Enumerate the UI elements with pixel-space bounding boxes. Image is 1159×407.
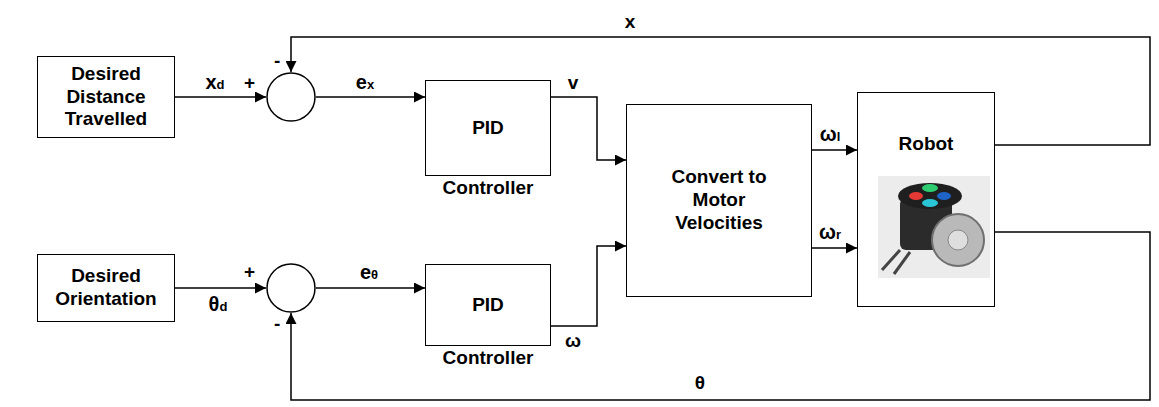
robot-button (937, 192, 951, 200)
signal-label: ωl (820, 122, 841, 146)
summing-junction: +- (266, 72, 316, 122)
box-label: Robot (899, 133, 954, 156)
robot-top (898, 183, 962, 209)
junction-outline (266, 263, 316, 313)
summing-junction: +- (266, 263, 316, 313)
controller-caption: Controller (406, 177, 570, 200)
signal-label: θ (695, 372, 705, 395)
signal-arrow (291, 37, 1150, 145)
convert-box: Convert to Motor Velocities (626, 104, 812, 297)
signal-label: θd (209, 292, 228, 316)
signal-arrow (175, 287, 266, 289)
robot-button (922, 184, 938, 192)
signal-arrow (316, 287, 425, 289)
box-label: PID (472, 294, 504, 317)
robot-hub (948, 230, 968, 250)
signal-arrow (551, 246, 626, 326)
box-label: Convert to Motor Velocities (657, 166, 781, 234)
robot-fork (894, 252, 910, 274)
signal-arrow (551, 97, 626, 160)
signal-label: ωr (819, 220, 841, 244)
robot-button (922, 199, 938, 207)
signal-label: xd (205, 70, 224, 94)
signal-arrow (175, 96, 266, 98)
box-label: Desired Orientation (46, 265, 166, 311)
signal-arrow (291, 232, 1150, 400)
box-label: Desired Distance Travelled (46, 63, 166, 131)
junction-circle (267, 73, 315, 121)
signal-label: v (568, 72, 579, 95)
robot-button (909, 192, 923, 200)
signal-label: x (625, 11, 636, 34)
input-box: Desired Orientation (37, 254, 175, 322)
sign-label: - (274, 313, 280, 336)
robot-illustration (878, 176, 990, 278)
box-label: PID (472, 117, 504, 140)
controller-caption: Controller (406, 347, 570, 370)
robot-box: Robot (857, 92, 995, 307)
signal-label: eθ (360, 260, 378, 284)
signal-arrow (316, 96, 425, 98)
signal-label: ω (565, 330, 581, 353)
junction-outline (266, 72, 316, 122)
photo-ground (878, 176, 990, 278)
signal-arrow (812, 149, 857, 151)
pid-box: PIDController (425, 264, 551, 346)
signal-arrow (812, 247, 857, 249)
junction-circle (267, 264, 315, 312)
sign-label: - (274, 50, 280, 73)
sign-label: + (244, 72, 255, 95)
robot-wheel (932, 214, 984, 266)
pid-box: PIDController (425, 80, 551, 176)
signal-label: ex (356, 70, 374, 94)
input-box: Desired Distance Travelled (37, 56, 175, 138)
sign-label: + (244, 261, 255, 284)
